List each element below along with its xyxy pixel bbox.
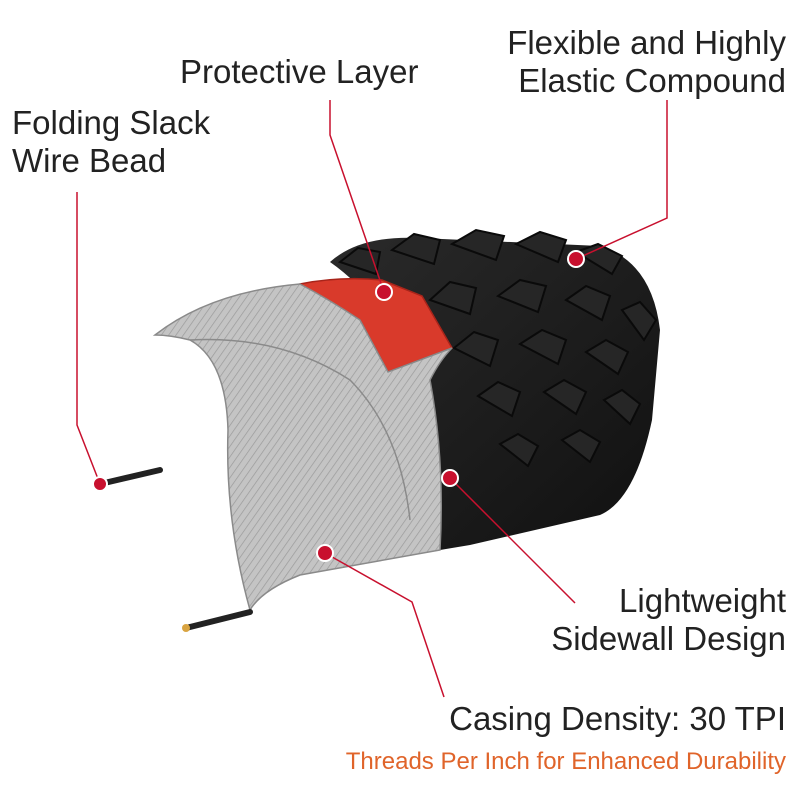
label-flexible-compound: Flexible and Highly Elastic Compound — [507, 24, 786, 100]
label-casing-density: Casing Density: 30 TPI — [449, 700, 786, 738]
bead-wire-end — [182, 624, 190, 632]
label-compound-line1: Flexible and Highly — [507, 24, 786, 61]
callout-lines — [76, 100, 668, 698]
label-bead-line1: Folding Slack — [12, 104, 211, 141]
casing-fold-line — [189, 338, 411, 521]
label-sidewall-line2: Sidewall Design — [551, 620, 786, 657]
label-bead-line2: Wire Bead — [12, 142, 167, 179]
label-compound-line2: Elastic Compound — [518, 62, 786, 99]
label-protective-line1: Protective Layer — [180, 53, 419, 90]
label-folding-slack-wire-bead: Folding Slack Wire Bead — [12, 104, 210, 180]
tread-knobs — [337, 228, 658, 468]
bead-wire-bottom — [183, 609, 253, 631]
label-casing-subtitle: Threads Per Inch for Enhanced Durability — [345, 748, 786, 775]
bead-wire-left — [97, 467, 163, 487]
label-sidewall-line1: Lightweight — [619, 582, 786, 619]
label-lightweight-sidewall: Lightweight Sidewall Design — [551, 582, 786, 658]
casing-layer — [152, 283, 453, 612]
label-casing-line1: Casing Density: 30 TPI — [449, 700, 786, 737]
callout-dots — [92, 250, 585, 562]
label-protective-layer: Protective Layer — [180, 53, 418, 91]
